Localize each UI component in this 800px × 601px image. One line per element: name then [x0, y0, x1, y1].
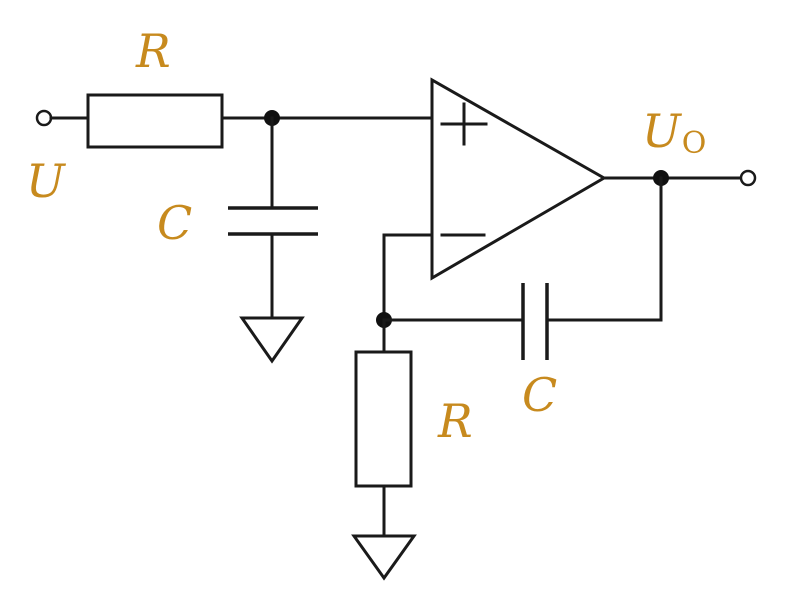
opamp-triangle — [430, 77, 608, 281]
label-u-output: UO — [642, 108, 706, 159]
label-u-input: U — [26, 154, 65, 208]
resistor-ground — [354, 350, 413, 488]
label-r-ground: R — [438, 394, 473, 448]
ground-symbol-1 — [239, 316, 305, 364]
output-terminal — [739, 169, 757, 187]
label-c-ground: C — [157, 196, 193, 250]
label-c-feedback: C — [522, 368, 558, 422]
resistor-input — [86, 93, 224, 149]
label-u-output-sub: O — [681, 126, 707, 161]
label-r-input: R — [136, 24, 171, 78]
label-u-output-main: U — [642, 104, 681, 158]
ground-symbol-2 — [351, 534, 417, 581]
input-terminal — [35, 109, 53, 127]
